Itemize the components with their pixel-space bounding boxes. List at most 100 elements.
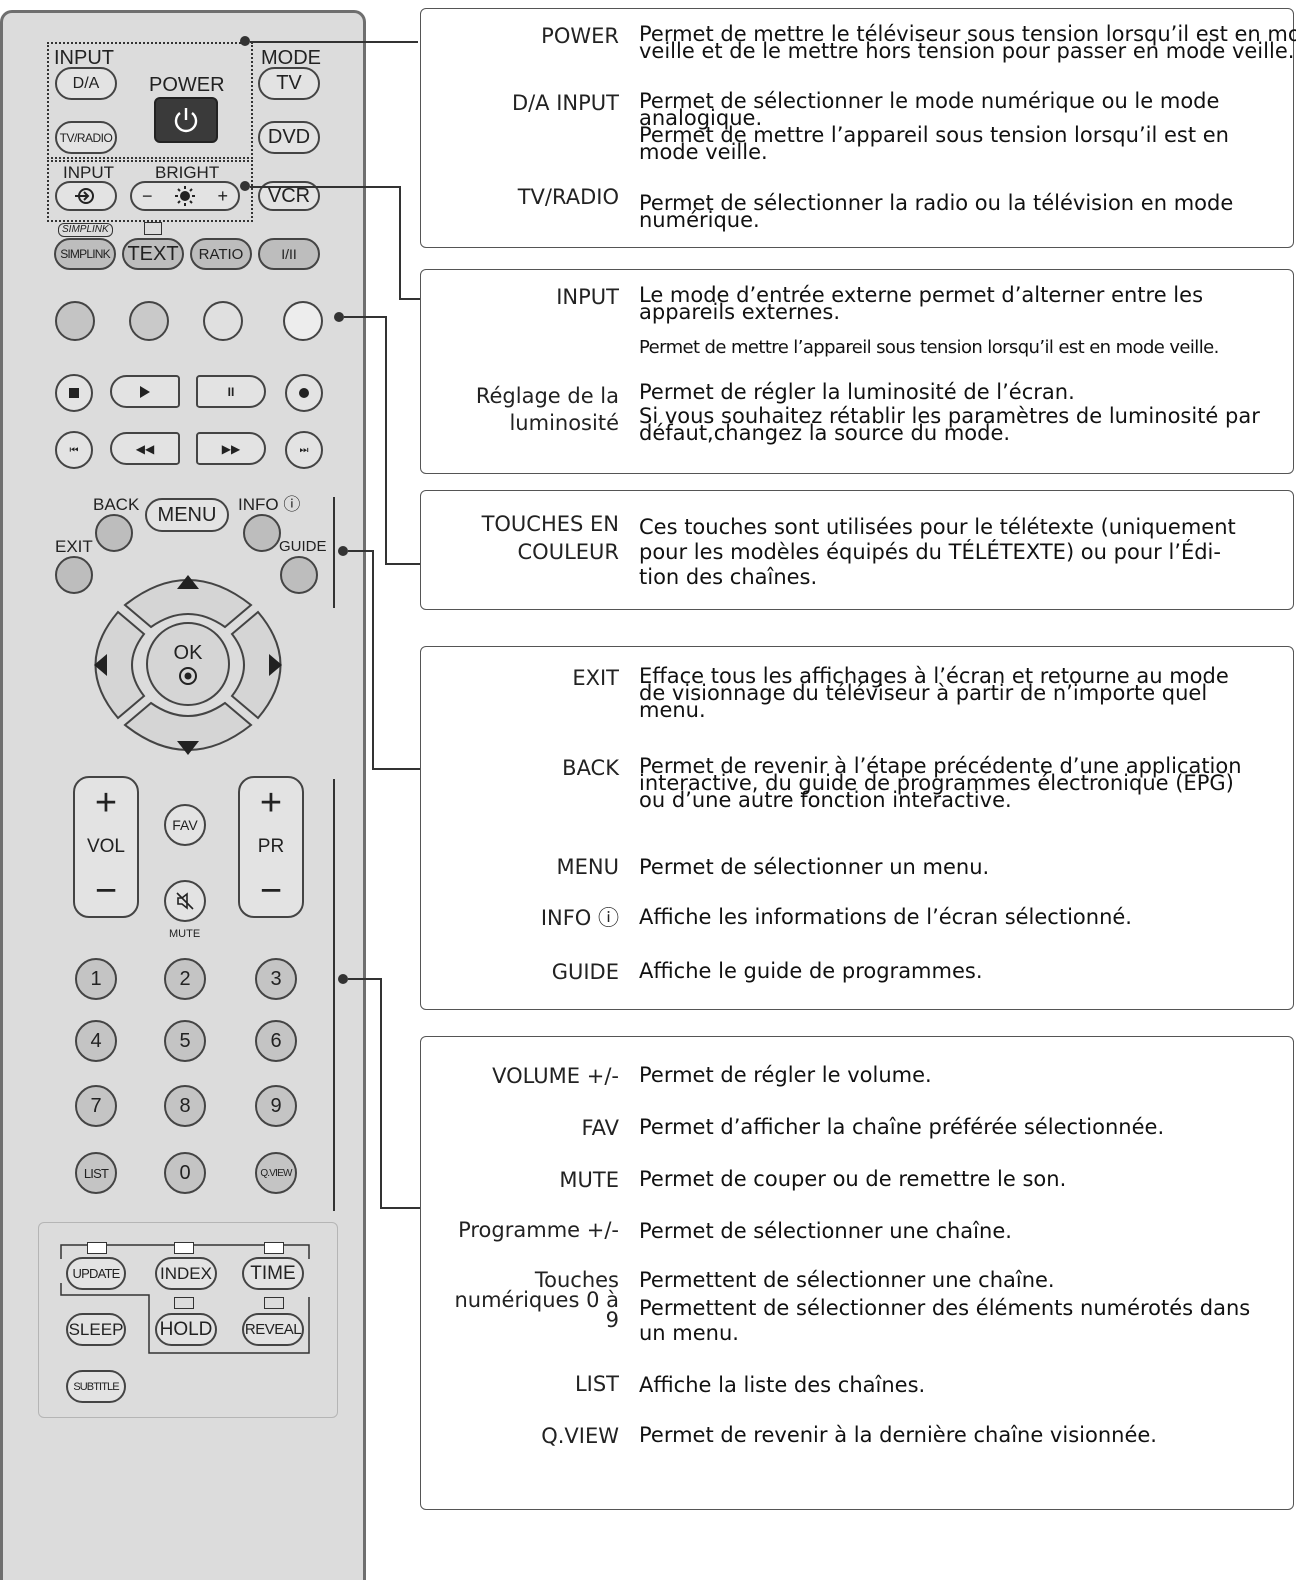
subtitle-button[interactable]: SUBTITLE xyxy=(66,1370,126,1403)
digit-2-button[interactable]: 2 xyxy=(164,958,206,1000)
rewind-button[interactable]: ◀◀ xyxy=(110,432,180,465)
panel-power: POWER Permet de mettre le téléviseur sou… xyxy=(420,8,1296,248)
nav-right-key[interactable] xyxy=(230,610,282,720)
skip-forward-icon: ⏭ xyxy=(299,444,309,456)
index-button[interactable]: INDEX xyxy=(155,1257,217,1290)
term-list: LIST xyxy=(574,1372,619,1396)
pause-button[interactable]: II xyxy=(196,375,266,408)
simplink-logo: SIMPLINK xyxy=(58,223,113,237)
blue-key[interactable] xyxy=(283,301,323,341)
time-teletext-icon xyxy=(264,1242,284,1254)
nav-down-key[interactable] xyxy=(123,701,253,751)
leader-line-color xyxy=(344,316,386,318)
program-rocker[interactable]: + PR − xyxy=(238,776,304,918)
term-qview: Q.VIEW xyxy=(541,1424,619,1448)
record-button[interactable] xyxy=(285,374,323,412)
stop-icon xyxy=(69,388,79,398)
bright-minus[interactable]: − xyxy=(142,185,153,206)
ratio-button[interactable]: RATIO xyxy=(190,238,252,270)
hold-teletext-icon xyxy=(174,1297,194,1309)
fav-button[interactable]: FAV xyxy=(164,804,206,846)
leader-line-menu xyxy=(348,550,373,552)
volume-rocker[interactable]: + VOL − xyxy=(73,776,139,918)
input-label: INPUT xyxy=(54,47,114,69)
numeric-group-bracket xyxy=(333,779,335,1211)
red-key[interactable] xyxy=(55,301,95,341)
volume-up-icon[interactable]: + xyxy=(94,782,118,824)
note-input: Permet de mettre l’appareil sous tension… xyxy=(639,337,1219,358)
fast-forward-button[interactable]: ▶▶ xyxy=(196,432,266,465)
green-key[interactable] xyxy=(129,301,169,341)
guide-button[interactable] xyxy=(280,556,318,594)
play-button[interactable] xyxy=(110,375,180,408)
arrow-left-icon xyxy=(94,654,107,676)
arrow-down-icon xyxy=(177,741,199,755)
tv-button[interactable]: TV xyxy=(258,67,320,100)
program-down-icon[interactable]: − xyxy=(259,870,283,912)
term-power: POWER xyxy=(541,24,619,48)
hold-button[interactable]: HOLD xyxy=(155,1313,217,1346)
input-button[interactable] xyxy=(55,181,117,211)
mute-button[interactable] xyxy=(164,880,206,922)
ok-button[interactable]: OK xyxy=(146,622,230,706)
sleep-button[interactable]: SLEEP xyxy=(66,1313,126,1346)
exit-button[interactable] xyxy=(55,556,93,594)
mode-label: MODE xyxy=(261,47,321,69)
bright-button[interactable]: − + xyxy=(130,181,240,211)
i-ii-button[interactable]: I/II xyxy=(258,238,320,270)
back-button[interactable] xyxy=(95,514,133,552)
program-up-icon[interactable]: + xyxy=(259,782,283,824)
time-button[interactable]: TIME xyxy=(242,1257,304,1290)
leader-line-menu-h2 xyxy=(372,768,420,770)
nav-left-key[interactable] xyxy=(94,610,146,720)
reveal-button[interactable]: REVEAL xyxy=(242,1313,304,1346)
play-icon xyxy=(140,385,150,398)
term-input: INPUT xyxy=(556,285,619,309)
digit-9-button[interactable]: 9 xyxy=(255,1085,297,1127)
volume-down-icon[interactable]: − xyxy=(94,870,118,912)
ok-label: OK xyxy=(173,641,203,664)
digit-1-button[interactable]: 1 xyxy=(75,958,117,1000)
desc-da-input: Permet de sélectionner le mode numérique… xyxy=(639,89,1229,164)
leader-line-input-v xyxy=(399,186,401,299)
stop-button[interactable] xyxy=(55,374,93,412)
info-label: INFO ⓘ xyxy=(238,495,301,514)
desc-programme: Permet de sélectionner une chaîne. xyxy=(639,1219,1012,1243)
qview-button[interactable]: Q.VIEW xyxy=(255,1152,297,1194)
term-tv-radio: TV/RADIO xyxy=(517,185,619,209)
ok-select-icon xyxy=(179,666,197,685)
info-button[interactable] xyxy=(243,514,281,552)
tvradio-button[interactable]: TV/RADIO xyxy=(55,121,117,154)
dvd-button[interactable]: DVD xyxy=(258,121,320,154)
term-programme: Programme +/- xyxy=(458,1218,619,1242)
term-menu: MENU xyxy=(556,855,619,879)
term-exit: EXIT xyxy=(572,666,619,690)
menu-button[interactable]: MENU xyxy=(145,498,229,532)
digit-5-button[interactable]: 5 xyxy=(164,1020,206,1062)
digit-3-button[interactable]: 3 xyxy=(255,958,297,1000)
bright-plus[interactable]: + xyxy=(217,185,228,206)
digit-4-button[interactable]: 4 xyxy=(75,1020,117,1062)
text-button[interactable]: TEXT xyxy=(122,238,184,270)
digit-8-button[interactable]: 8 xyxy=(164,1085,206,1127)
power-button[interactable] xyxy=(154,97,218,143)
pause-icon: II xyxy=(227,384,235,399)
digit-0-button[interactable]: 0 xyxy=(164,1152,206,1194)
mute-label: MUTE xyxy=(169,928,201,940)
yellow-key[interactable] xyxy=(203,301,243,341)
skip-forward-button[interactable]: ⏭ xyxy=(285,431,323,469)
desc-brightness: Permet de régler la luminosité de l’écra… xyxy=(639,380,1260,445)
simplink-button[interactable]: SIMPLINK xyxy=(54,238,116,270)
input2-label: INPUT xyxy=(63,163,114,182)
digit-7-button[interactable]: 7 xyxy=(75,1085,117,1127)
desc-menu: Permet de sélectionner un menu. xyxy=(639,855,990,879)
mute-icon xyxy=(176,892,194,910)
da-button[interactable]: D/A xyxy=(55,67,117,100)
nav-up-key[interactable] xyxy=(123,579,253,629)
skip-back-button[interactable]: ⏮ xyxy=(55,431,93,469)
list-button[interactable]: LIST xyxy=(75,1152,117,1194)
digit-6-button[interactable]: 6 xyxy=(255,1020,297,1062)
guide-label: GUIDE xyxy=(279,538,327,555)
update-button[interactable]: UPDATE xyxy=(66,1257,126,1290)
